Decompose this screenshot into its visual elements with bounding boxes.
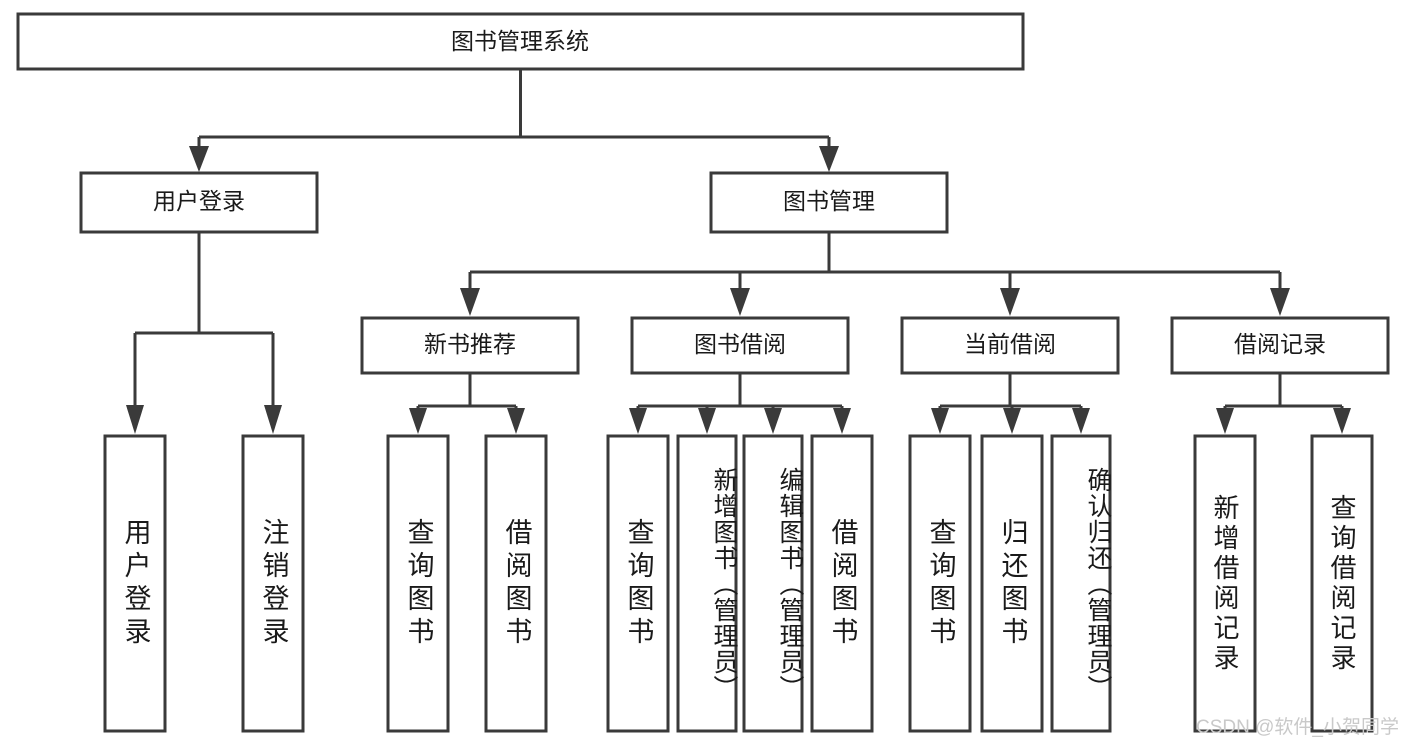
arrow-head-icon [460, 288, 480, 316]
node-current-borrow-label: 当前借阅 [964, 331, 1056, 357]
connector-layer [126, 69, 1351, 434]
node-root-label: 图书管理系统 [451, 28, 589, 54]
arrow-head-icon [1003, 408, 1021, 434]
arrow-head-icon [931, 408, 949, 434]
node-user-login[interactable]: 用户登录 [79, 171, 319, 234]
node-new-book-recommend-box[interactable] [360, 316, 580, 375]
leaf-box-query-book-recommend[interactable] [386, 434, 450, 733]
node-borrow-record-box[interactable] [1170, 316, 1390, 375]
arrow-head-icon [1333, 408, 1351, 434]
arrow-head-icon [409, 408, 427, 434]
arrow-head-icon [833, 408, 851, 434]
leaf-box-query-book-current[interactable] [908, 434, 972, 733]
arrow-head-icon [1216, 408, 1234, 434]
leaf-box-logout[interactable] [241, 434, 305, 733]
arrow-head-icon [629, 408, 647, 434]
node-new-book-recommend-label: 新书推荐 [424, 331, 516, 357]
arrow-head-icon [764, 408, 782, 434]
arrow-head-icon [698, 408, 716, 434]
arrow-head-icon [730, 288, 750, 316]
node-book-borrow[interactable]: 图书借阅 [630, 316, 850, 375]
node-borrow-record-label: 借阅记录 [1234, 331, 1326, 357]
arrow-head-icon [819, 146, 839, 172]
node-root-box[interactable] [16, 12, 1025, 71]
arrow-head-icon [126, 405, 144, 434]
leaf-box-add-borrow-record[interactable] [1193, 434, 1257, 733]
leaf-box-return-book[interactable] [980, 434, 1044, 733]
node-book-management-box[interactable] [709, 171, 949, 234]
leaf-box-add-book-admin[interactable] [676, 434, 738, 733]
leaf-box-user-login[interactable] [103, 434, 167, 733]
node-root[interactable]: 图书管理系统 [16, 12, 1025, 71]
arrow-head-icon [1270, 288, 1290, 316]
arrow-head-icon [507, 408, 525, 434]
node-book-borrow-box[interactable] [630, 316, 850, 375]
node-user-login-box[interactable] [79, 171, 319, 234]
watermark-label: CSDN @软件_小贺同学 [1196, 716, 1399, 738]
leaf-box-confirm-return-admin[interactable] [1050, 434, 1112, 733]
leaf-box-borrow-book-recommend[interactable] [484, 434, 548, 733]
leaf-box-query-borrow-record[interactable] [1310, 434, 1374, 733]
leaf-box-borrow-book[interactable] [810, 434, 874, 733]
node-borrow-record[interactable]: 借阅记录 [1170, 316, 1390, 375]
arrow-head-icon [189, 146, 209, 172]
node-book-management-label: 图书管理 [783, 188, 875, 214]
node-new-book-recommend[interactable]: 新书推荐 [360, 316, 580, 375]
arrow-head-icon [1072, 408, 1090, 434]
arrow-head-icon [264, 405, 282, 434]
node-book-borrow-label: 图书借阅 [694, 331, 786, 357]
node-current-borrow-box[interactable] [900, 316, 1120, 375]
arrow-head-icon [1000, 288, 1020, 316]
leaf-box-query-book-borrow[interactable] [606, 434, 670, 733]
leaf-box-layer [103, 434, 1374, 733]
node-current-borrow[interactable]: 当前借阅 [900, 316, 1120, 375]
leaf-box-edit-book-admin[interactable] [742, 434, 804, 733]
node-user-login-label: 用户登录 [153, 188, 245, 214]
node-book-management[interactable]: 图书管理 [709, 171, 949, 234]
